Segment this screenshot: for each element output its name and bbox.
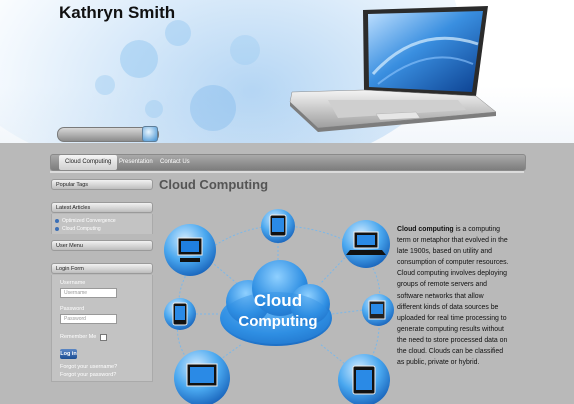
cloud-computing-diagram: Cloud Computing — [164, 209, 394, 404]
remember-me-label: Remember Me — [60, 334, 97, 340]
password-label: Password — [60, 306, 85, 312]
username-label: Username — [60, 280, 86, 286]
server-node-icon — [362, 294, 394, 326]
tablet-node-icon — [261, 209, 295, 243]
forgot-password-link[interactable]: Forgot your password? — [60, 372, 117, 378]
cloud-label-line1: Cloud — [254, 291, 302, 310]
article-text: Cloud computing is a computing term or m… — [397, 224, 509, 368]
remember-me-checkbox[interactable] — [100, 334, 107, 341]
nav-divider — [50, 171, 524, 173]
bubble-decoration — [145, 100, 163, 118]
nav-item-presentation[interactable]: Presentation — [119, 159, 153, 165]
bubble-decoration — [190, 85, 236, 131]
desktop-node-icon — [164, 224, 216, 276]
tablet-node-icon — [338, 354, 390, 404]
cloud-icon — [220, 260, 332, 346]
page-title: Cloud Computing — [159, 177, 269, 192]
search-button[interactable] — [142, 126, 158, 142]
main-nav: Cloud Computing Presentation Contact Us — [50, 154, 526, 171]
password-field[interactable]: Password — [60, 314, 117, 324]
bubble-decoration — [165, 20, 191, 46]
site-title: Kathryn Smith — [59, 3, 176, 22]
article-link-label: Cloud Computing — [62, 226, 101, 232]
username-field[interactable]: Username — [60, 288, 117, 298]
sidebar-heading-popular-tags: Popular Tags — [51, 179, 153, 190]
phone-node-icon — [164, 298, 196, 330]
article-link-optimized-convergence[interactable]: Optimized Convergence — [55, 218, 116, 224]
laptop-image — [289, 6, 497, 132]
article-body: is a computing term or metaphor that evo… — [397, 226, 509, 367]
cloud-label-line2: Computing — [238, 313, 317, 330]
bullet-icon — [55, 226, 59, 231]
nav-item-cloud-computing[interactable]: Cloud Computing — [59, 155, 118, 170]
sidebar-heading-latest-articles: Latest Articles — [51, 202, 153, 213]
sidebar-heading-login-form: Login Form — [51, 263, 153, 274]
monitor-node-icon — [174, 350, 230, 404]
bullet-icon — [55, 218, 59, 223]
latest-articles-panel — [51, 214, 153, 234]
article-lead: Cloud computing — [397, 226, 454, 233]
laptop-node-icon — [342, 220, 390, 268]
header-banner: Kathryn Smith — [0, 0, 574, 143]
nav-item-contact-us[interactable]: Contact Us — [160, 159, 190, 165]
article-link-label: Optimized Convergence — [62, 218, 116, 224]
bubble-decoration — [230, 35, 260, 65]
sidebar-heading-user-menu: User Menu — [51, 240, 153, 251]
bubble-decoration — [120, 40, 158, 78]
login-button[interactable]: Log in — [60, 349, 77, 359]
bubble-decoration — [95, 75, 115, 95]
forgot-username-link[interactable]: Forgot your username? — [60, 364, 118, 370]
search-input[interactable] — [57, 127, 159, 142]
article-link-cloud-computing[interactable]: Cloud Computing — [55, 226, 101, 232]
